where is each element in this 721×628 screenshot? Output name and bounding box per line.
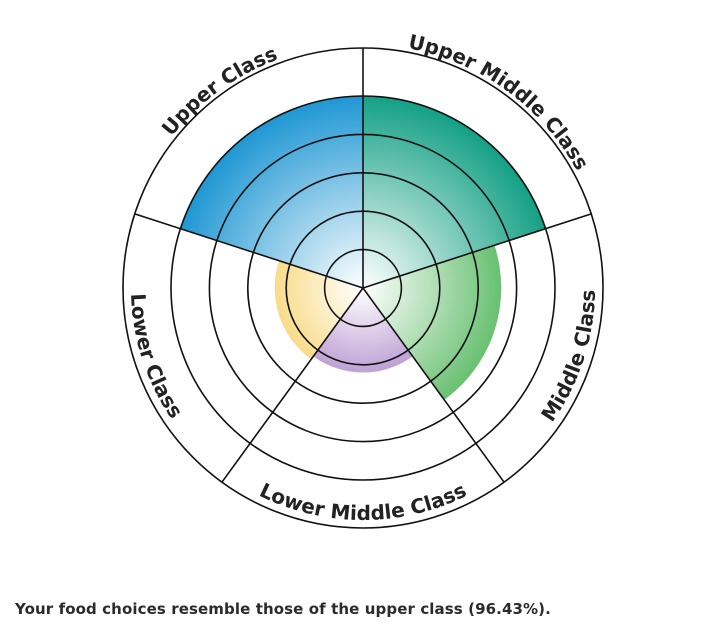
wedge-lower-middle-class: [313, 288, 413, 373]
result-text: Your food choices resemble those of the …: [15, 600, 551, 618]
wedge-lower-class: [274, 260, 363, 360]
spoke-4: [362, 287, 505, 483]
spoke-3: [362, 213, 592, 289]
wedge-upper-middle-class: [363, 96, 546, 288]
spoke-5: [221, 287, 364, 483]
wedge-upper-class: [180, 96, 363, 288]
spoke-1: [134, 213, 364, 289]
